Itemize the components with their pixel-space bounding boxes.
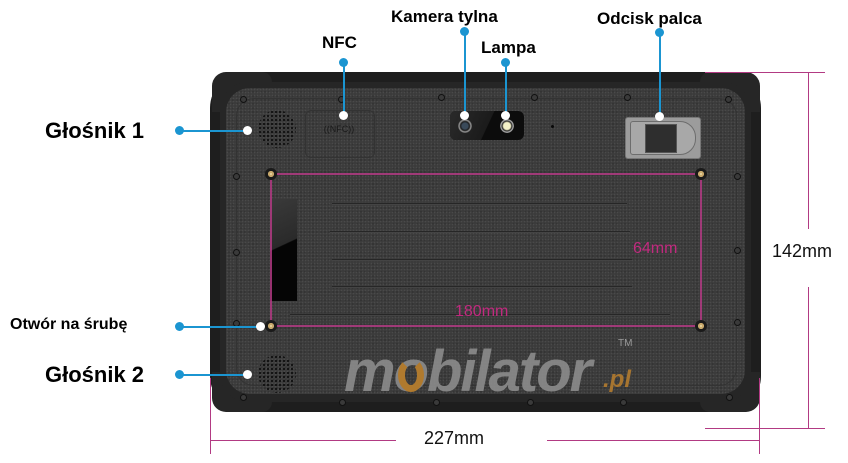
case-hole bbox=[233, 249, 240, 256]
callout-nfc-label: NFC bbox=[322, 33, 357, 52]
speaker-1-grille bbox=[258, 110, 296, 148]
callout-fingerprint-anchor bbox=[655, 112, 664, 121]
mount-screw-hole bbox=[695, 320, 707, 332]
width-dim-right-tick bbox=[759, 378, 760, 454]
case-hole bbox=[620, 399, 627, 406]
callout-rear-camera-label: Kamera tylna bbox=[391, 7, 498, 26]
callout-screw-hole-anchor bbox=[256, 322, 265, 331]
case-hole bbox=[438, 94, 445, 101]
mount-width-label: 180mm bbox=[455, 303, 509, 320]
width-dimension-label: 227mm bbox=[424, 428, 485, 448]
callout-fingerprint-line bbox=[659, 32, 661, 116]
callout-rear-camera-line bbox=[464, 31, 466, 115]
logo-suffix: .pl bbox=[603, 366, 631, 393]
case-hole bbox=[233, 173, 240, 180]
case-hole bbox=[240, 394, 247, 401]
case-hole bbox=[531, 94, 538, 101]
width-dim-left-tick bbox=[210, 378, 211, 454]
mobilator-logo: mobilator bbox=[344, 338, 592, 405]
callout-flash-anchor bbox=[501, 111, 510, 120]
height-dimension-label: 142mm bbox=[772, 241, 833, 261]
height-dim-top-tick bbox=[705, 72, 825, 73]
mount-line-top bbox=[272, 173, 702, 175]
case-hole bbox=[527, 399, 534, 406]
width-dim-line-left bbox=[210, 440, 396, 441]
case-hole bbox=[725, 96, 732, 103]
case-hole bbox=[339, 399, 346, 406]
callout-nfc-line bbox=[343, 62, 345, 114]
logo-text: mobilator bbox=[344, 339, 592, 404]
mount-height-label: 64mm bbox=[633, 240, 678, 257]
case-hole bbox=[734, 173, 741, 180]
back-groove bbox=[332, 286, 632, 288]
case-hole bbox=[734, 319, 741, 326]
back-groove bbox=[290, 314, 670, 316]
mount-line-right bbox=[700, 174, 702, 326]
callout-speaker-1-label: Głośnik 1 bbox=[45, 118, 145, 143]
camera-lens-icon bbox=[458, 119, 472, 133]
case-hole bbox=[734, 247, 741, 254]
callout-speaker-2-anchor bbox=[243, 370, 252, 379]
callout-screw-hole-label: Otwór na śrubę bbox=[10, 316, 128, 333]
height-dim-line-lower bbox=[808, 287, 809, 429]
logo-trademark: TM bbox=[618, 338, 633, 349]
case-hole bbox=[726, 394, 733, 401]
callout-speaker-1-anchor bbox=[243, 126, 252, 135]
case-hole bbox=[624, 94, 631, 101]
nfc-marking: ((NFC)) bbox=[323, 124, 355, 134]
case-hole bbox=[433, 399, 440, 406]
callout-screw-hole-line bbox=[179, 326, 259, 328]
callout-speaker-1-line bbox=[179, 130, 247, 132]
microphone-hole bbox=[551, 125, 554, 128]
callout-flash-line bbox=[505, 62, 507, 114]
mount-screw-hole bbox=[265, 168, 277, 180]
back-groove bbox=[332, 203, 627, 205]
back-panel-outline bbox=[236, 98, 737, 386]
mount-line-left bbox=[270, 174, 272, 326]
height-dim-line-upper bbox=[808, 72, 809, 229]
speaker-2-grille bbox=[258, 355, 296, 393]
back-groove bbox=[332, 259, 632, 261]
mount-screw-hole bbox=[265, 320, 277, 332]
callout-nfc-anchor bbox=[339, 111, 348, 120]
nfc-area bbox=[305, 110, 375, 158]
height-dim-bottom bbox=[705, 428, 825, 429]
back-groove bbox=[330, 231, 630, 233]
logo-power-o bbox=[398, 358, 424, 392]
callout-fingerprint-label: Odcisk palca bbox=[597, 9, 702, 28]
callout-speaker-2-line bbox=[179, 374, 247, 376]
battery-window bbox=[270, 199, 297, 301]
callout-speaker-2-label: Głośnik 2 bbox=[45, 362, 145, 387]
callout-rear-camera-anchor bbox=[460, 111, 469, 120]
case-hole bbox=[240, 96, 247, 103]
mount-line-bottom bbox=[272, 325, 702, 327]
callout-flash-label: Lampa bbox=[481, 38, 536, 57]
width-dim-line-right bbox=[547, 440, 760, 441]
mount-screw-hole bbox=[695, 168, 707, 180]
flash-led-icon bbox=[500, 119, 514, 133]
fingerprint-sensor bbox=[645, 124, 677, 153]
